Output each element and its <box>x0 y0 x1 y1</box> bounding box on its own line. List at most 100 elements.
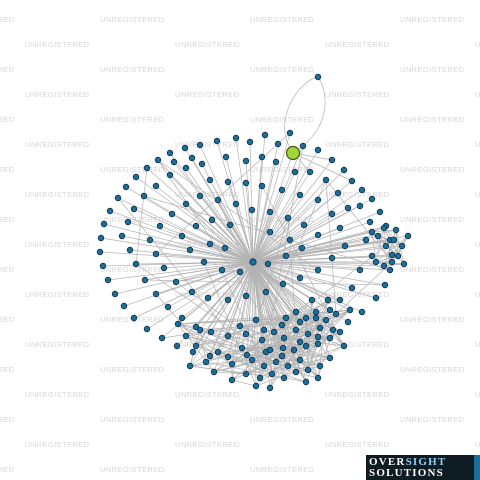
graph-node[interactable] <box>314 333 322 341</box>
graph-node[interactable] <box>368 228 376 236</box>
graph-node[interactable] <box>341 242 349 250</box>
graph-node[interactable] <box>186 362 194 370</box>
graph-node[interactable] <box>238 344 246 352</box>
graph-node[interactable] <box>278 352 286 360</box>
graph-node[interactable] <box>272 358 280 366</box>
graph-node[interactable] <box>380 224 388 232</box>
graph-node[interactable] <box>228 360 236 368</box>
graph-node[interactable] <box>182 332 190 340</box>
graph-node[interactable] <box>272 158 280 166</box>
graph-node[interactable] <box>348 177 356 185</box>
graph-node[interactable] <box>232 134 240 142</box>
graph-node[interactable] <box>146 236 154 244</box>
graph-node[interactable] <box>172 278 180 286</box>
graph-node[interactable] <box>302 342 310 350</box>
graph-node[interactable] <box>312 308 320 316</box>
graph-node[interactable] <box>296 274 304 282</box>
graph-node[interactable] <box>358 308 366 316</box>
graph-node[interactable] <box>392 226 400 234</box>
graph-node[interactable] <box>358 186 366 194</box>
graph-node[interactable] <box>398 242 406 250</box>
graph-node[interactable] <box>296 356 304 364</box>
graph-node[interactable] <box>152 250 160 258</box>
graph-node[interactable] <box>368 252 376 260</box>
graph-node[interactable] <box>99 262 107 270</box>
graph-node[interactable] <box>182 164 190 172</box>
graph-node[interactable] <box>143 164 151 172</box>
graph-node[interactable] <box>130 205 138 213</box>
graph-node[interactable] <box>284 362 292 370</box>
graph-node[interactable] <box>372 258 380 266</box>
graph-node[interactable] <box>242 157 250 165</box>
graph-node[interactable] <box>221 244 229 252</box>
graph-node[interactable] <box>198 160 206 168</box>
graph-node[interactable] <box>282 314 290 322</box>
graph-node[interactable] <box>336 224 344 232</box>
graph-node[interactable] <box>236 268 244 276</box>
graph-node[interactable] <box>292 308 300 316</box>
graph-node[interactable] <box>154 156 162 164</box>
graph-node[interactable] <box>344 318 352 326</box>
graph-node[interactable] <box>381 281 389 289</box>
graph-node[interactable] <box>141 276 149 284</box>
graph-node[interactable] <box>326 334 334 342</box>
graph-node[interactable] <box>206 240 214 248</box>
graph-node[interactable] <box>286 129 294 137</box>
graph-node[interactable] <box>218 266 226 274</box>
graph-node[interactable] <box>97 234 105 242</box>
graph-node[interactable] <box>208 216 216 224</box>
graph-node[interactable] <box>404 232 412 240</box>
graph-node[interactable] <box>132 260 140 268</box>
graph-node[interactable] <box>189 348 197 356</box>
graph-node[interactable] <box>152 290 160 298</box>
graph-node[interactable] <box>264 260 272 268</box>
graph-node[interactable] <box>386 266 394 274</box>
graph-node[interactable] <box>329 326 337 334</box>
graph-node[interactable] <box>114 194 122 202</box>
graph-node[interactable] <box>126 246 134 254</box>
graph-node[interactable] <box>346 306 354 314</box>
graph-node[interactable] <box>186 246 194 254</box>
graph-node[interactable] <box>130 314 138 322</box>
graph-node[interactable] <box>326 306 334 314</box>
graph-node[interactable] <box>248 356 256 364</box>
graph-node[interactable] <box>224 296 232 304</box>
graph-node[interactable] <box>226 221 234 229</box>
graph-node[interactable] <box>314 340 322 348</box>
hub-node[interactable] <box>249 258 257 266</box>
graph-node[interactable] <box>390 236 398 244</box>
graph-node[interactable] <box>170 158 178 166</box>
focus-node[interactable] <box>285 145 301 161</box>
graph-node[interactable] <box>388 251 396 259</box>
graph-node[interactable] <box>256 374 264 382</box>
graph-node[interactable] <box>368 195 376 203</box>
graph-node[interactable] <box>286 236 294 244</box>
graph-node[interactable] <box>258 182 266 190</box>
graph-node[interactable] <box>206 352 214 360</box>
graph-node[interactable] <box>316 324 324 332</box>
graph-node[interactable] <box>302 378 310 386</box>
graph-node[interactable] <box>236 322 244 330</box>
graph-node[interactable] <box>224 178 232 186</box>
graph-node[interactable] <box>178 314 186 322</box>
graph-node[interactable] <box>394 252 402 260</box>
graph-node[interactable] <box>340 342 348 350</box>
graph-node[interactable] <box>173 342 181 350</box>
graph-node[interactable] <box>120 302 128 310</box>
graph-node[interactable] <box>266 208 274 216</box>
graph-node[interactable] <box>400 260 408 268</box>
graph-node[interactable] <box>334 189 342 197</box>
graph-node[interactable] <box>304 330 312 338</box>
graph-node[interactable] <box>266 228 274 236</box>
graph-node[interactable] <box>306 168 314 176</box>
graph-node[interactable] <box>204 294 212 302</box>
graph-node[interactable] <box>166 149 174 157</box>
graph-node[interactable] <box>261 131 269 139</box>
graph-node[interactable] <box>324 296 332 304</box>
graph-node[interactable] <box>299 142 307 150</box>
graph-node[interactable] <box>164 303 172 311</box>
graph-node[interactable] <box>260 362 268 370</box>
graph-node[interactable] <box>380 262 388 270</box>
graph-node[interactable] <box>181 144 189 152</box>
graph-node[interactable] <box>188 154 196 162</box>
